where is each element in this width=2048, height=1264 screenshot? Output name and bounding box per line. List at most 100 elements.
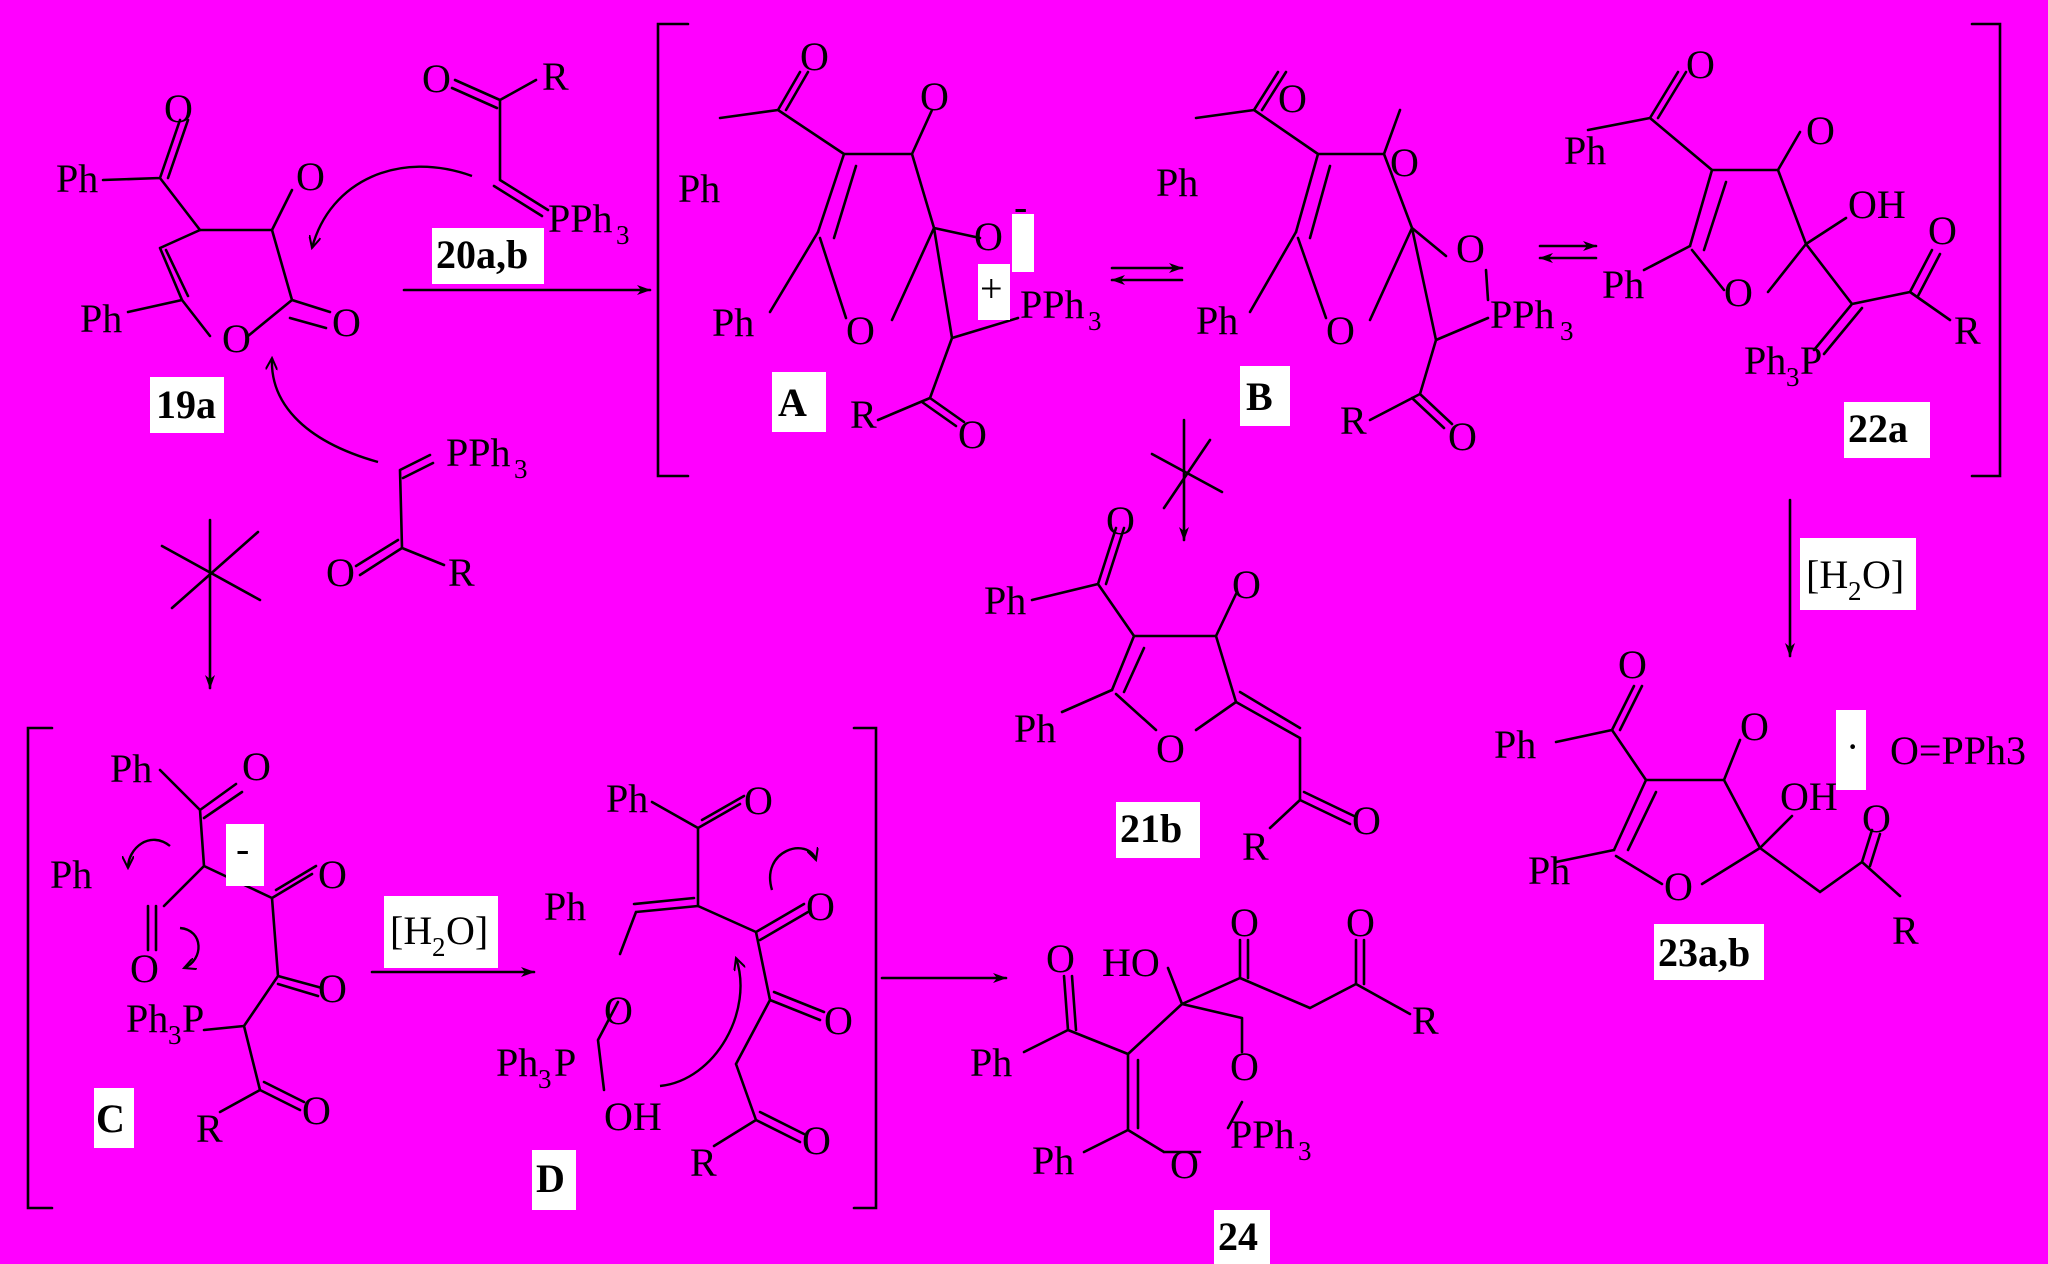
svg-text:O: O xyxy=(1230,900,1259,945)
svg-text:O: O xyxy=(296,154,325,199)
svg-text:O: O xyxy=(1664,864,1693,909)
svg-text:PPh: PPh xyxy=(446,430,511,475)
compound-21b: O O Ph Ph O R O 21b xyxy=(984,498,1381,869)
svg-text:Ph: Ph xyxy=(712,300,754,345)
arrow-to-D: [H 2 O] xyxy=(370,896,536,977)
svg-text:O: O xyxy=(1278,76,1307,121)
svg-text:R: R xyxy=(850,392,877,437)
svg-text:R: R xyxy=(1340,398,1367,443)
svg-text:Ph: Ph xyxy=(1196,298,1238,343)
svg-text:O: O xyxy=(1724,270,1753,315)
svg-text:O: O xyxy=(1686,42,1715,87)
intermediate-C: Ph O Ph O O O Ph 3 P O R - C xyxy=(50,744,347,1151)
svg-text:R: R xyxy=(196,1106,223,1151)
equilibrium-B-22a xyxy=(1538,241,1598,263)
byproduct-phosphine-oxide: O=PPh3 xyxy=(1890,728,2026,773)
svg-text:O: O xyxy=(1448,414,1477,459)
svg-text:O: O xyxy=(326,550,355,595)
svg-text:R: R xyxy=(1954,308,1981,353)
svg-text:Ph: Ph xyxy=(970,1040,1012,1085)
svg-text:3: 3 xyxy=(1298,1136,1312,1166)
svg-text:Ph: Ph xyxy=(50,852,92,897)
svg-text:O: O xyxy=(846,308,875,353)
svg-text:O: O xyxy=(958,412,987,457)
svg-text:O: O xyxy=(332,300,361,345)
label-20ab: 20a,b xyxy=(436,232,528,277)
svg-text:O: O xyxy=(800,34,829,79)
svg-text:O: O xyxy=(1456,226,1485,271)
svg-text:3: 3 xyxy=(538,1064,552,1094)
svg-text:O]: O] xyxy=(446,908,488,953)
svg-text:PPh: PPh xyxy=(548,196,613,241)
svg-text:O: O xyxy=(604,988,633,1033)
svg-text:O: O xyxy=(164,86,193,131)
compound-19a: O O Ph Ph O O 19a xyxy=(56,86,361,433)
svg-text:P: P xyxy=(182,996,204,1041)
svg-text:O: O xyxy=(318,966,347,1011)
svg-text:P: P xyxy=(554,1040,576,1085)
svg-text:O: O xyxy=(1862,796,1891,841)
svg-text:R: R xyxy=(542,54,569,99)
svg-text:2: 2 xyxy=(1848,576,1862,606)
svg-text:O: O xyxy=(302,1088,331,1133)
svg-text:R: R xyxy=(1242,824,1269,869)
svg-text:·: · xyxy=(1846,724,1859,769)
svg-text:Ph: Ph xyxy=(1744,338,1786,383)
svg-text:[H: [H xyxy=(390,908,432,953)
svg-text:Ph: Ph xyxy=(1602,262,1644,307)
svg-text:R: R xyxy=(448,550,475,595)
svg-text:2: 2 xyxy=(432,932,446,962)
svg-text:3: 3 xyxy=(1560,316,1574,346)
intermediate-B: O O Ph Ph O O PPh 3 R O B xyxy=(1156,70,1574,459)
intermediate-D: Ph O Ph O O O Ph 3 P OH O R D xyxy=(496,776,853,1210)
svg-text:O: O xyxy=(1346,900,1375,945)
svg-text:Ph: Ph xyxy=(126,996,168,1041)
svg-text:Ph: Ph xyxy=(80,296,122,341)
svg-text:Ph: Ph xyxy=(1494,722,1536,767)
blocked-arrow-to-C xyxy=(160,518,262,690)
svg-text:Ph: Ph xyxy=(544,884,586,929)
svg-text:3: 3 xyxy=(616,220,630,250)
svg-text:HO: HO xyxy=(1102,940,1160,985)
charge-minus-C: - xyxy=(236,826,249,871)
svg-text:O: O xyxy=(1928,208,1957,253)
svg-text:Ph: Ph xyxy=(496,1040,538,1085)
label-19a: 19a xyxy=(156,382,216,427)
bracket-top-left xyxy=(656,22,690,478)
svg-text:O: O xyxy=(1618,642,1647,687)
compound-23ab: O O Ph Ph O OH O R · O=PPh3 23a,b xyxy=(1494,642,2026,980)
svg-text:O: O xyxy=(1390,140,1419,185)
svg-text:O: O xyxy=(1326,308,1355,353)
svg-text:PPh: PPh xyxy=(1490,292,1555,337)
svg-text:P: P xyxy=(1800,338,1822,383)
svg-text:OH: OH xyxy=(604,1094,662,1139)
svg-text:O: O xyxy=(744,778,773,823)
svg-text:3: 3 xyxy=(514,454,528,484)
svg-text:O: O xyxy=(318,852,347,897)
svg-text:O: O xyxy=(422,56,451,101)
curved-arrow-attack-1 xyxy=(312,165,473,248)
label-C: C xyxy=(96,1096,125,1141)
svg-text:Ph: Ph xyxy=(56,156,98,201)
svg-text:Ph: Ph xyxy=(678,166,720,211)
svg-text:Ph: Ph xyxy=(1014,706,1056,751)
arrow-to-23ab: [H 2 O] xyxy=(1785,498,1916,658)
svg-text:O: O xyxy=(1170,1142,1199,1187)
svg-text:O: O xyxy=(920,74,949,119)
svg-text:PPh: PPh xyxy=(1230,1112,1295,1157)
compound-20ab: O R PPh 3 20a,b xyxy=(422,54,630,284)
svg-text:R: R xyxy=(1412,998,1439,1043)
svg-text:R: R xyxy=(1892,908,1919,953)
svg-text:O: O xyxy=(1156,726,1185,771)
charge-minus-A: - xyxy=(1014,184,1027,229)
svg-text:Ph: Ph xyxy=(1564,128,1606,173)
label-D: D xyxy=(536,1156,565,1201)
bracket-top-right xyxy=(1970,22,2002,478)
compound-22a: O O Ph Ph O OH O R Ph 3 P 22a xyxy=(1564,42,1981,458)
svg-text:3: 3 xyxy=(1088,306,1102,336)
svg-text:O: O xyxy=(1352,798,1381,843)
svg-text:Ph: Ph xyxy=(1156,160,1198,205)
label-21b: 21b xyxy=(1120,806,1182,851)
label-23ab: 23a,b xyxy=(1658,930,1750,975)
svg-text:Ph: Ph xyxy=(110,746,152,791)
